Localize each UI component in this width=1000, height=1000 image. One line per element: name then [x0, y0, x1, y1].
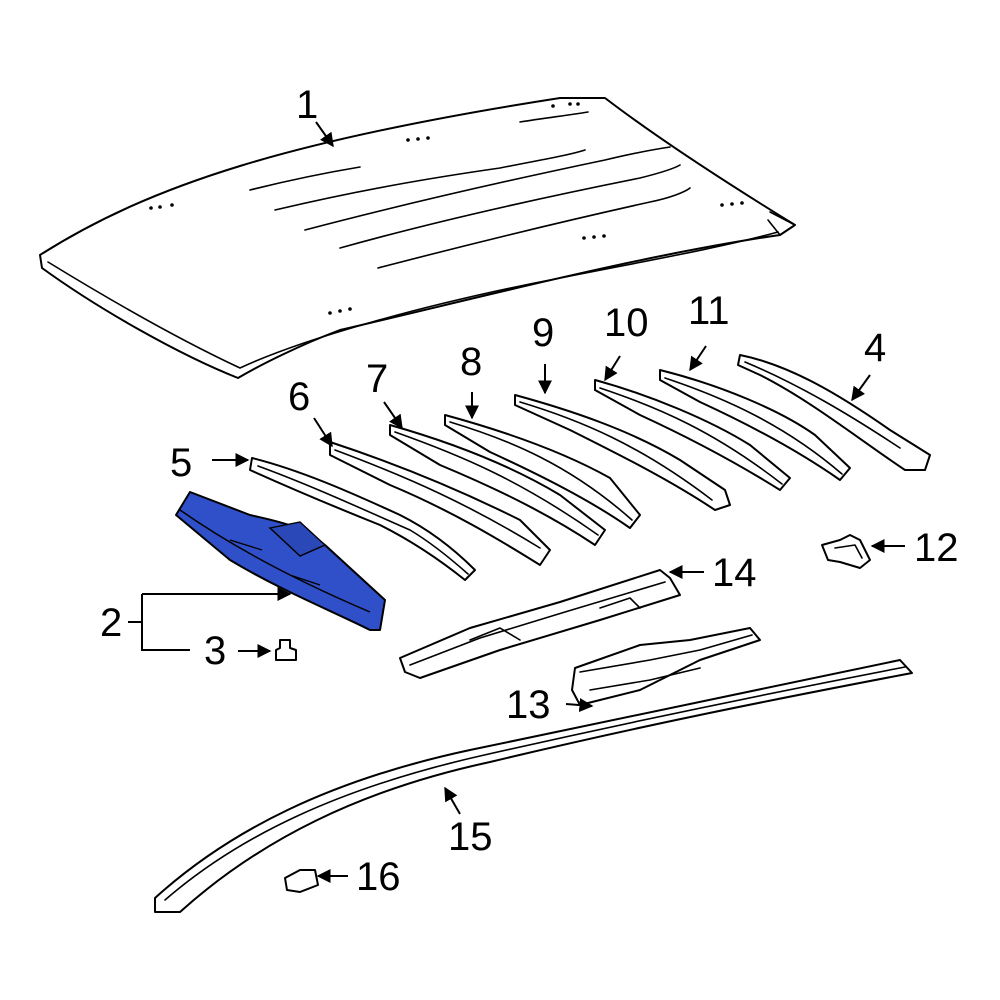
callout-1: 1	[296, 83, 318, 127]
roof-panel[interactable]	[39, 97, 796, 379]
leader-lines	[128, 121, 905, 883]
outer-side-roof-rail[interactable]	[154, 659, 913, 913]
callout-4: 4	[864, 326, 886, 370]
callout-16: 16	[356, 855, 401, 899]
side-rail-reinforcement[interactable]	[571, 627, 761, 706]
callout-5: 5	[170, 441, 192, 485]
roof-bow-7[interactable]	[389, 424, 606, 546]
side-roof-rail-inner[interactable]	[399, 569, 681, 679]
rear-roof-rail[interactable]	[737, 354, 931, 471]
roof-bow-5[interactable]	[249, 457, 476, 581]
front-roof-header[interactable]	[175, 491, 386, 631]
callout-14: 14	[712, 551, 757, 595]
roof-clip[interactable]	[275, 639, 297, 661]
roof-bow-6[interactable]	[329, 441, 551, 566]
callout-8: 8	[460, 340, 482, 384]
rail-clip[interactable]	[284, 869, 319, 893]
callout-13: 13	[506, 683, 551, 727]
callout-2: 2	[100, 601, 122, 645]
callout-6: 6	[288, 375, 310, 419]
callout-10: 10	[604, 301, 649, 345]
roof-bow-11[interactable]	[659, 369, 851, 481]
callout-labels: 1 2 3 4 5 6 7 8 9 10 11 12 13 14 15 16	[100, 83, 959, 899]
callout-9: 9	[532, 311, 554, 355]
rail-bracket[interactable]	[821, 534, 871, 569]
roof-bow-10[interactable]	[594, 379, 791, 491]
roof-bow-9[interactable]	[514, 394, 731, 511]
callout-7: 7	[366, 357, 388, 401]
roof-bow-8[interactable]	[444, 414, 641, 529]
callout-11: 11	[688, 289, 730, 333]
callout-3: 3	[204, 629, 226, 673]
callout-12: 12	[914, 526, 959, 570]
callout-15: 15	[448, 815, 493, 859]
